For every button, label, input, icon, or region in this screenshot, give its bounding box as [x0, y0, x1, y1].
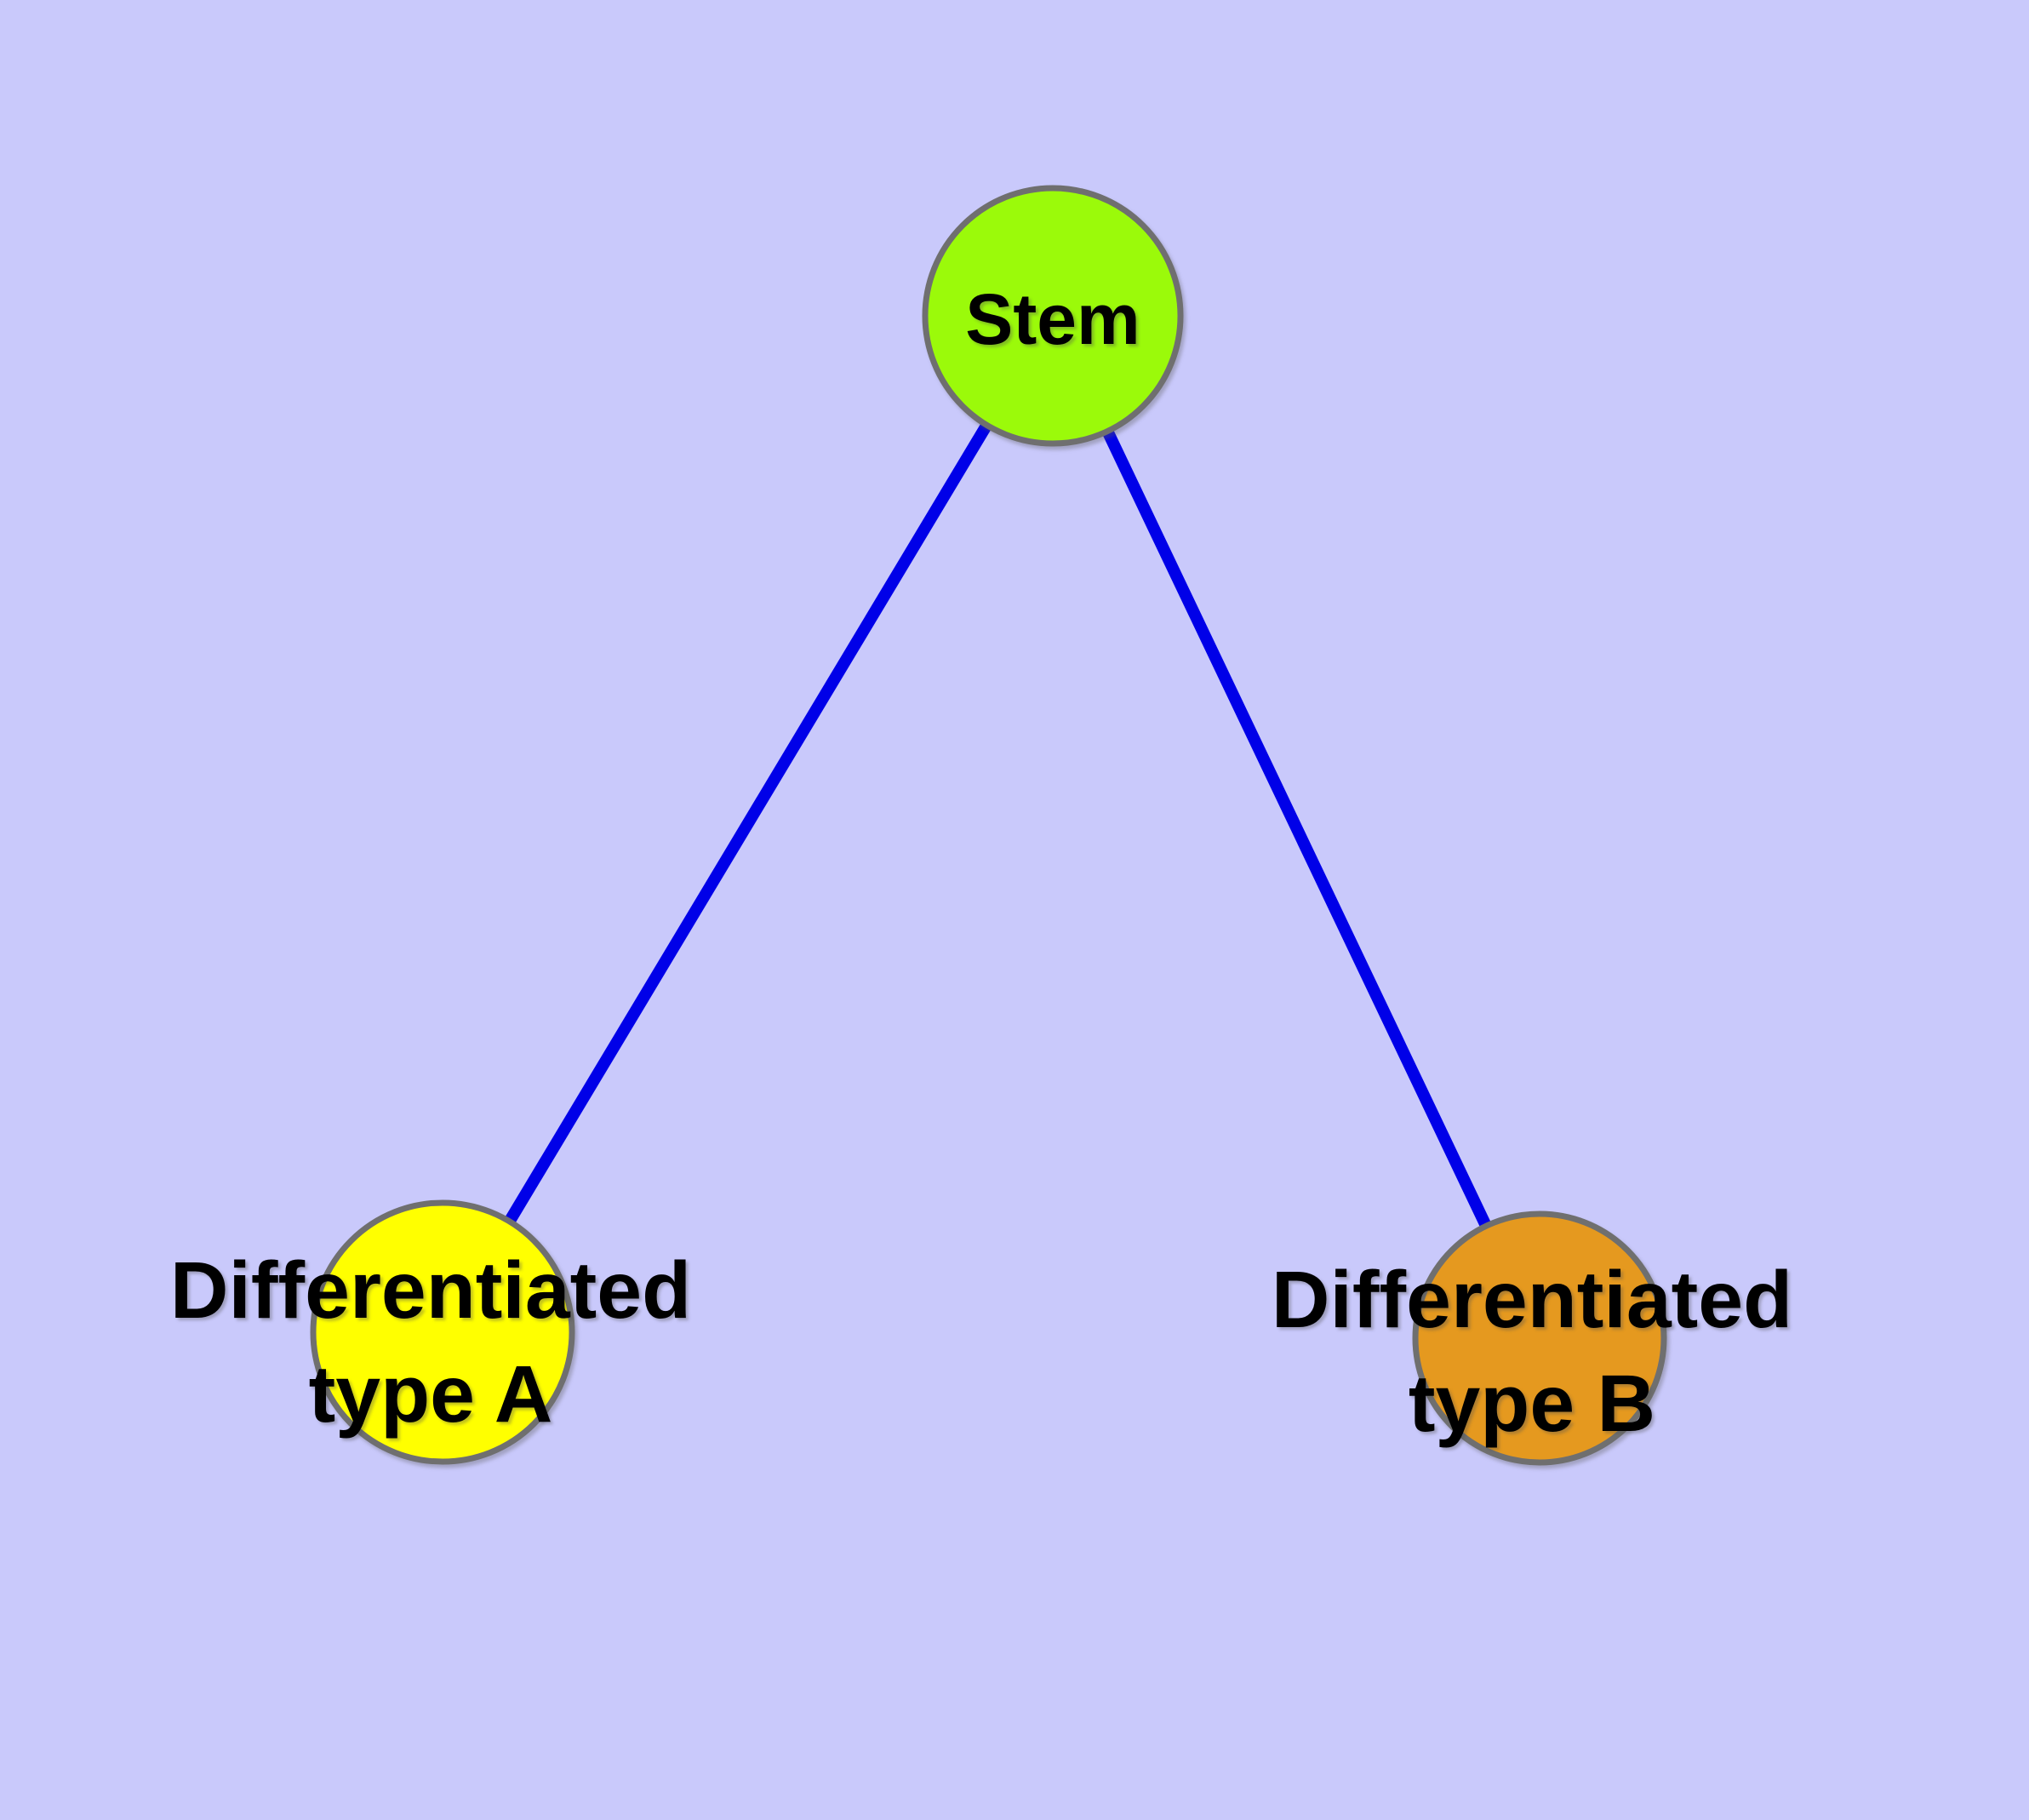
differentiated-type-b-node-circle — [1412, 1210, 1667, 1466]
type-b-label-line1: Differentiated — [1271, 1255, 1793, 1345]
edge-stem-to-type-b — [1101, 427, 1492, 1229]
differentiated-type-b-node-label: Differentiated type B — [1272, 1248, 1792, 1456]
stem-node-circle — [922, 185, 1184, 447]
differentiated-type-a-node-circle — [310, 1199, 575, 1465]
differentiated-type-a-node-label: Differentiated type A — [170, 1239, 691, 1446]
edge-stem-to-type-a — [504, 422, 992, 1224]
stem-node-label: Stem — [965, 279, 1140, 359]
type-a-label-line1: Differentiated — [169, 1245, 692, 1336]
type-a-label-line2: type A — [308, 1349, 553, 1439]
type-b-label-line2: type B — [1408, 1359, 1656, 1449]
